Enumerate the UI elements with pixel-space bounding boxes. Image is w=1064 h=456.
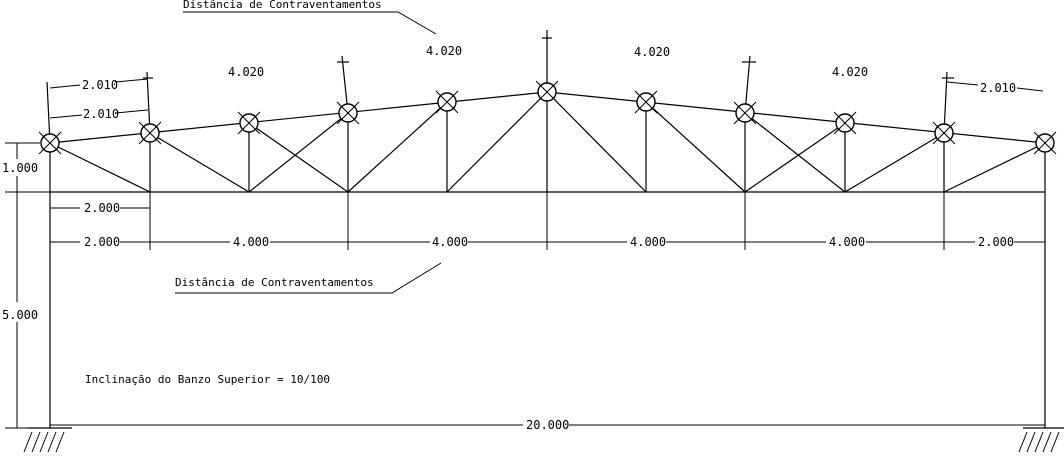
left-support (24, 428, 72, 452)
dim-span: 20.000 (526, 418, 569, 432)
dim-bay-3: 4.000 (432, 235, 468, 249)
dim-bay-4: 4.000 (630, 235, 666, 249)
node-symbol (139, 122, 161, 144)
leader-bracing-top (183, 12, 436, 34)
node-symbol (834, 112, 856, 134)
dim-line-top-right-r (1017, 88, 1043, 91)
dim-height-truss: 1.000 (2, 161, 38, 175)
dim-line-top-right (947, 82, 978, 85)
dim-line-top-left-lower (50, 115, 82, 118)
dim-bay-1: 2.000 (84, 235, 120, 249)
right-support (1019, 428, 1064, 452)
dim-top-slope-1: 4.020 (228, 65, 264, 79)
dim-first-bay: 2.000 (84, 201, 120, 215)
dim-bay-6: 2.000 (978, 235, 1014, 249)
dim-top-slope-4: 4.020 (832, 65, 868, 79)
dim-bay-2: 4.000 (233, 235, 269, 249)
node-symbol (734, 102, 756, 124)
dim-top-right: 2.010 (980, 81, 1016, 95)
node-symbol (436, 91, 458, 113)
dim-bay-5: 4.000 (829, 235, 865, 249)
node-symbol (933, 122, 955, 144)
dim-top-slope-2: 4.020 (426, 44, 462, 58)
node-symbol (536, 81, 558, 103)
dim-line-top-left-upper-r (115, 79, 148, 82)
dim-line-top-left-upper (50, 85, 80, 88)
annotation-bracing-top: Distância de Contraventamentos (183, 0, 382, 11)
truss-verticals (150, 92, 944, 192)
dim-height-column: 5.000 (2, 308, 38, 322)
dim-top-left-upper: 2.010 (82, 78, 118, 92)
dim-line-top-left-lower-r (115, 110, 148, 113)
node-symbol (635, 91, 657, 113)
purlin-ticks (47, 30, 954, 143)
node-symbol (39, 132, 61, 154)
node-symbol (1034, 132, 1056, 154)
dim-top-slope-3: 4.020 (634, 45, 670, 59)
annotation-bracing-bottom: Distância de Contraventamentos (175, 276, 374, 289)
annotation-slope: Inclinação do Banzo Superior = 10/100 (85, 373, 330, 386)
dim-top-left-lower: 2.010 (83, 107, 119, 121)
node-symbol (337, 102, 359, 124)
node-symbol (238, 112, 260, 134)
